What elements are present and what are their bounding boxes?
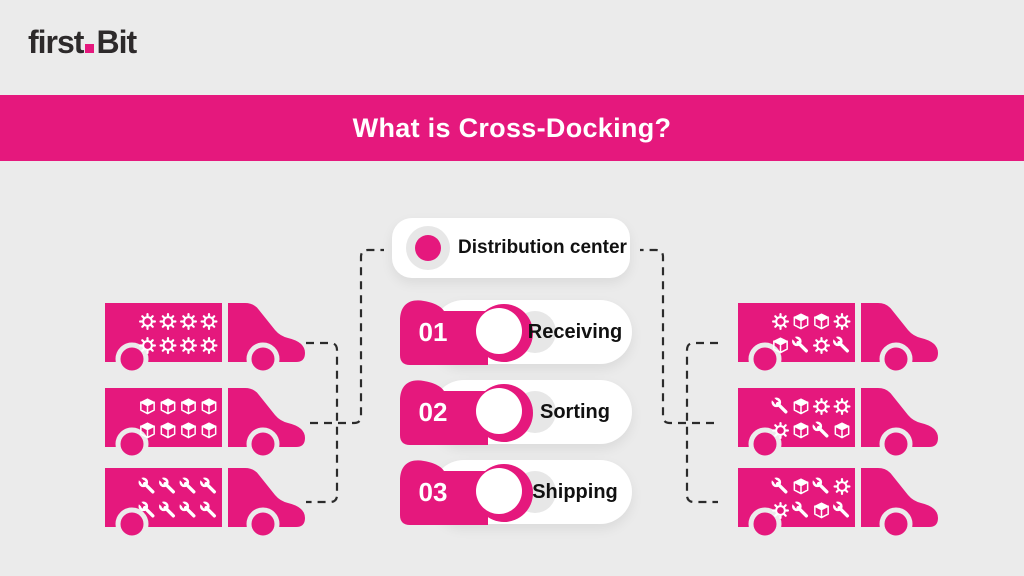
distribution-center-pill: Distribution center [392,218,630,278]
step-white-circle [476,308,522,354]
truck-wheel [879,427,913,461]
truck-wrenches [105,458,305,542]
step-pill-receiving: 01 Receiving [392,297,632,367]
brand-logo-part1: first [28,24,84,60]
page-title: What is Cross-Docking? [352,112,672,143]
truck-graphic [738,388,938,461]
step-pill-sorting: 02 Sorting [392,377,632,447]
truck-cab [228,468,305,527]
step-white-circle [476,388,522,434]
truck-boxes [105,378,305,462]
truck-cab [861,468,938,527]
step-pill-shipping: 03 Shipping [392,457,632,527]
truck-wheel [115,342,149,376]
truck-wheel [879,507,913,541]
truck-gears [105,293,305,377]
right-outer-connector [685,341,718,504]
truck-wheel [748,427,782,461]
truck-cab [861,303,938,362]
truck-wheel [246,427,280,461]
truck-graphic [105,468,305,541]
step-number: 01 [418,316,448,347]
truck-wheel [115,507,149,541]
title-banner: What is Cross-Docking? [0,95,1024,161]
truck-wheel [115,427,149,461]
truck-wheel [246,507,280,541]
right-center-connector [640,248,714,425]
truck-cab [228,388,305,447]
brand-logo-part2: Bit [96,24,137,60]
truck-mixed-1 [738,293,938,377]
left-center-connector [310,248,384,425]
truck-cab [861,388,938,447]
truck-graphic [738,468,938,541]
truck-wheel [748,342,782,376]
step-label: Receiving [527,320,623,343]
truck-cab [228,303,305,362]
pink-dot-icon [415,235,441,261]
truck-mixed-3 [738,458,938,542]
truck-wheel [879,342,913,376]
distribution-center-label: Distribution center [458,237,627,258]
brand-dot-icon [85,44,95,53]
truck-graphic [738,303,938,376]
truck-wheel [246,342,280,376]
step-white-circle [476,468,522,514]
truck-graphic [105,303,305,376]
left-outer-connector [306,341,339,504]
truck-wheel [748,507,782,541]
step-number: 03 [418,476,448,507]
brand-logo: first Bit [28,24,137,61]
step-label: Sorting [540,400,610,423]
truck-graphic [105,388,305,461]
step-label: Shipping [532,480,618,503]
truck-mixed-2 [738,378,938,462]
step-number: 02 [418,396,448,427]
